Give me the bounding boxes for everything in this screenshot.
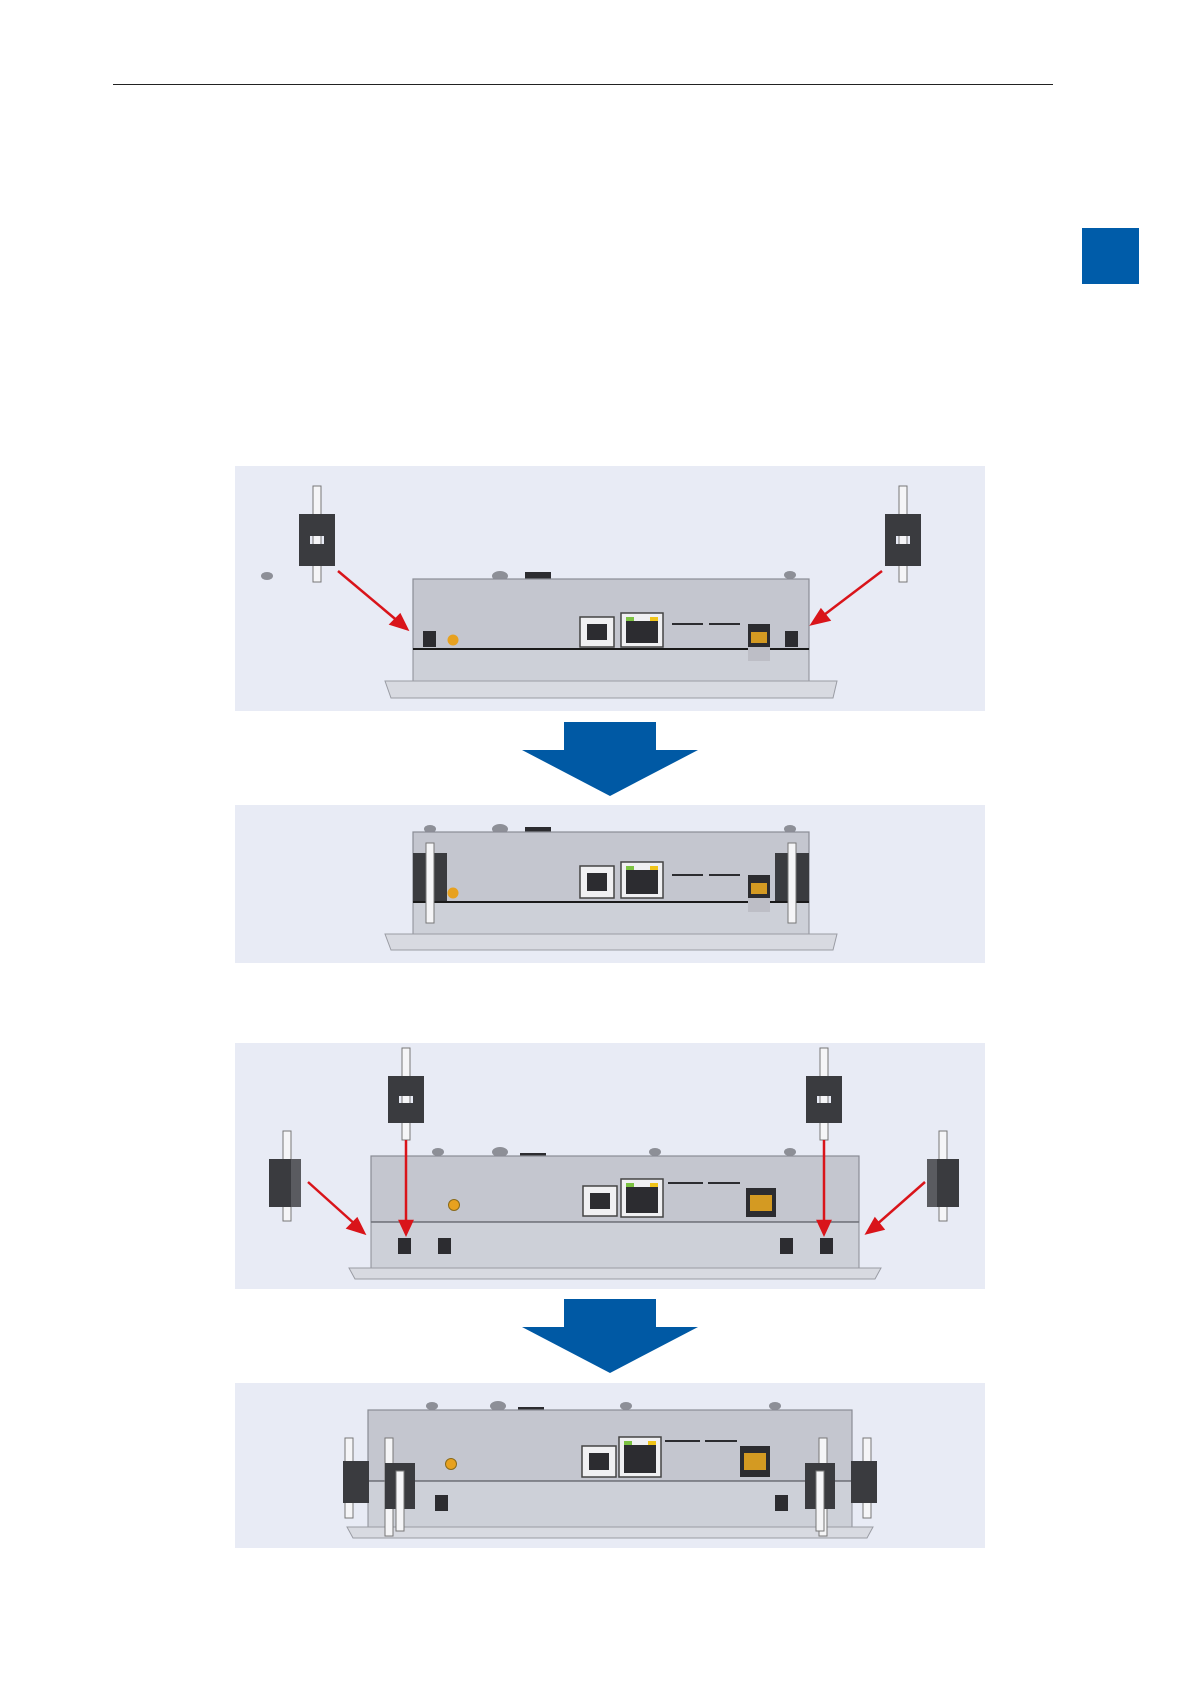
clip-slot-left <box>423 631 436 647</box>
down-arrow-icon <box>522 722 698 796</box>
header-rule <box>113 84 1053 85</box>
status-led <box>446 1459 457 1470</box>
figure-2-before <box>235 1043 985 1289</box>
clip-slot-right <box>785 631 798 647</box>
figure-1-after <box>235 805 985 963</box>
status-led <box>448 635 459 646</box>
status-led <box>449 1200 460 1211</box>
status-led <box>448 888 459 899</box>
figure-2-after <box>235 1383 985 1548</box>
figure-1-before <box>235 466 985 711</box>
front-bezel <box>385 681 837 698</box>
down-arrow-icon <box>522 1299 698 1373</box>
section-tab-icon <box>1082 228 1139 284</box>
